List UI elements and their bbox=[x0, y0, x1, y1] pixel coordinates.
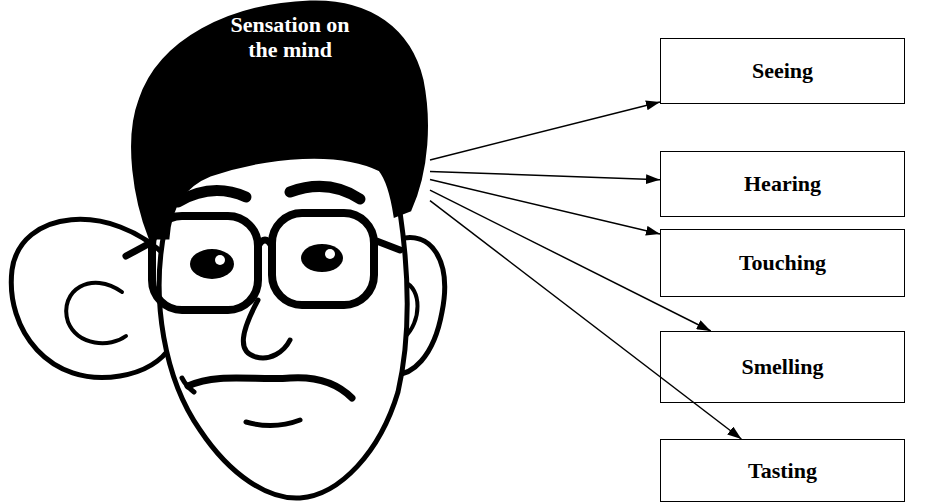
sense-label: Hearing bbox=[744, 171, 821, 197]
right-glass-lens bbox=[272, 213, 374, 305]
right-eye bbox=[301, 244, 343, 272]
right-eyebrow bbox=[290, 186, 360, 199]
hair-shape bbox=[133, 2, 427, 238]
chin-line bbox=[246, 420, 300, 426]
nose bbox=[243, 300, 290, 358]
left-ear-inner bbox=[66, 283, 126, 343]
hair-node: Sensation on the mind bbox=[110, 0, 430, 240]
mouth bbox=[188, 378, 352, 398]
connector-arrow bbox=[430, 179, 660, 233]
sense-box: Hearing bbox=[660, 151, 905, 217]
left-glasses-temple bbox=[126, 242, 152, 256]
sense-box: Touching bbox=[660, 229, 905, 297]
connector-arrow bbox=[430, 102, 660, 160]
hair-label: Sensation on the mind bbox=[215, 12, 365, 63]
left-eye bbox=[190, 249, 234, 279]
sense-label: Seeing bbox=[752, 58, 813, 84]
sense-box: Tasting bbox=[660, 439, 905, 502]
connector-arrow bbox=[430, 171, 660, 179]
sense-label: Tasting bbox=[748, 458, 817, 484]
sense-label: Touching bbox=[739, 250, 826, 276]
mouth-corner bbox=[182, 378, 194, 392]
head-outline bbox=[159, 212, 407, 498]
left-eye-shine bbox=[215, 255, 225, 265]
right-glasses-temple bbox=[374, 240, 400, 250]
sense-label: Smelling bbox=[742, 354, 824, 380]
left-ear bbox=[11, 219, 172, 377]
sense-box: Seeing bbox=[660, 38, 905, 104]
left-eyebrow bbox=[178, 191, 246, 202]
right-eye-shine bbox=[325, 249, 335, 259]
sense-box: Smelling bbox=[660, 331, 905, 403]
glasses-bridge bbox=[258, 240, 272, 246]
